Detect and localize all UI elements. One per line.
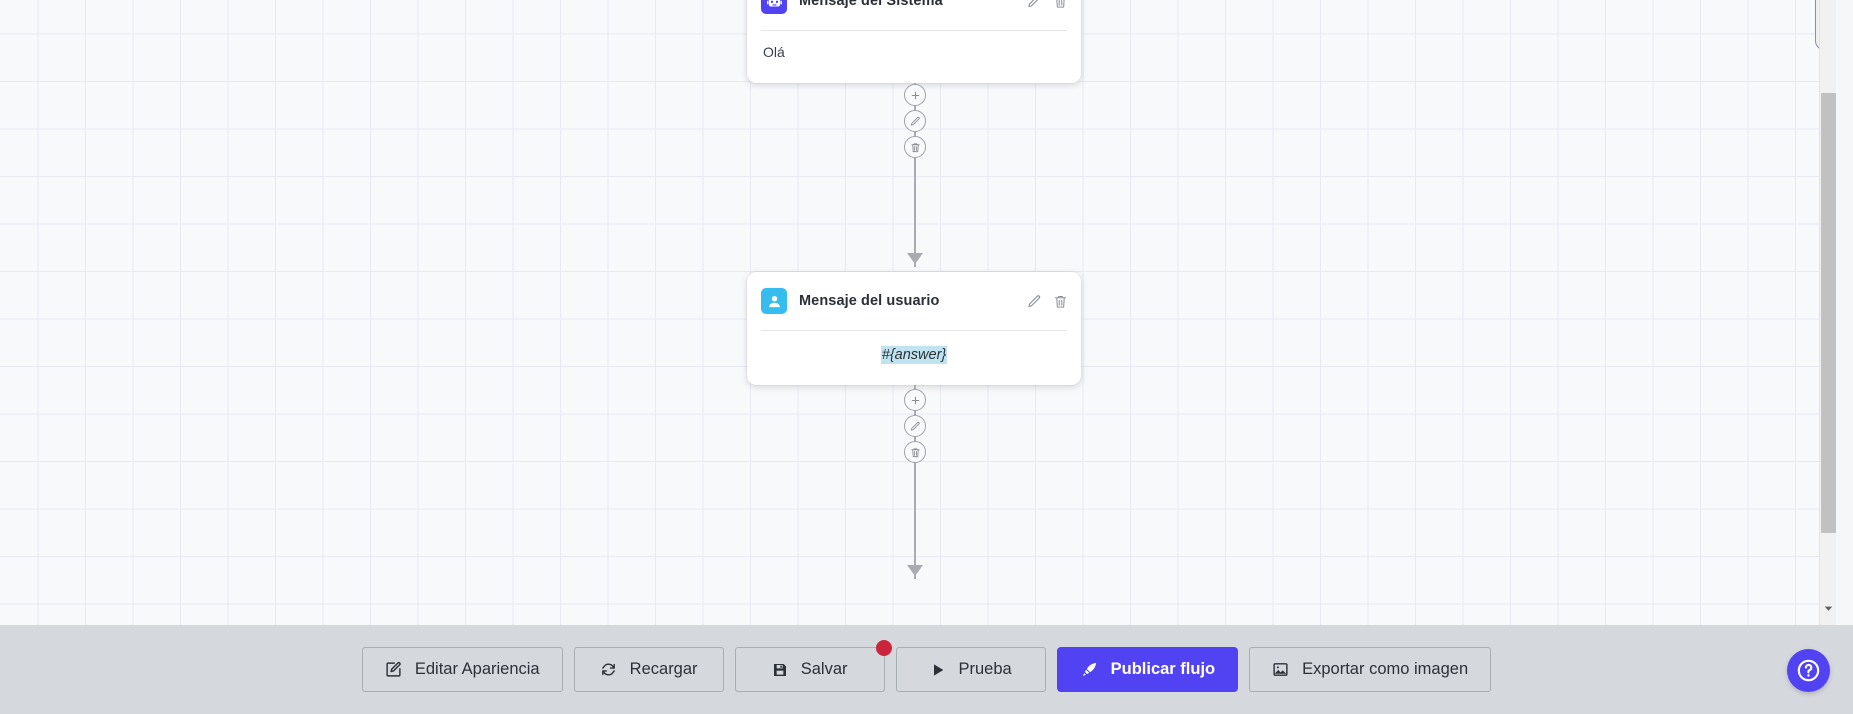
right-gutter [1836,0,1853,625]
pencil-icon[interactable] [1026,0,1043,10]
scrollbar-thumb[interactable] [1821,93,1836,533]
node-actions [1026,0,1069,10]
connector-line [914,385,916,579]
trash-icon[interactable] [1052,293,1069,310]
node-user-message[interactable]: Mensaje del usuario [747,272,1081,385]
button-label: Prueba [958,660,1012,678]
unsaved-changes-badge [875,640,892,656]
button-label: Recargar [629,660,698,678]
button-label: Editar Apariencia [414,660,540,678]
node-body-text: Olá [763,44,785,60]
delete-connection-button[interactable] [904,136,926,158]
divider [761,330,1067,331]
variable-token: #{answer} [880,346,948,364]
delete-connection-button[interactable] [904,441,926,463]
connector-controls [904,389,926,463]
node-title: Mensaje del Sistema [799,0,943,9]
edit-connection-button[interactable] [904,415,926,437]
reload-button[interactable]: Recargar [573,647,724,692]
edit-appearance-button[interactable]: Editar Apariencia [361,647,563,692]
trash-icon[interactable] [1052,0,1069,10]
pencil-icon[interactable] [1026,293,1043,310]
button-label: Salvar [800,660,848,678]
node-title: Mensaje del usuario [799,293,940,309]
button-label: Exportar como imagen [1302,660,1469,678]
edit-connection-button[interactable] [904,110,926,132]
connector-arrow [907,565,923,576]
vertical-scrollbar[interactable] [1819,0,1836,625]
rocket-icon [1080,661,1098,679]
edit-square-icon [385,661,402,678]
publish-flow-button[interactable]: Publicar flujo [1056,647,1239,692]
node-body: #{answer} [747,331,1081,375]
test-button[interactable]: Prueba [895,647,1046,692]
robot-icon [761,0,787,14]
button-label: Publicar flujo [1110,660,1216,678]
save-icon [772,662,788,678]
flow-canvas[interactable]: Mensaje del Sistema O [0,0,1819,625]
export-as-image-button[interactable]: Exportar como imagen [1249,647,1492,692]
add-node-button[interactable] [904,389,926,411]
save-button[interactable]: Salvar [734,640,892,692]
node-system-message[interactable]: Mensaje del Sistema O [747,0,1081,83]
connector-arrow [907,253,923,264]
divider [761,30,1067,31]
chevron-down-icon[interactable] [1820,600,1837,617]
bottom-toolbar: Editar Apariencia Recargar [0,625,1853,714]
question-mark-icon [1797,659,1820,682]
refresh-icon [600,661,617,678]
connector-controls [904,84,926,158]
node-actions [1026,293,1069,310]
play-icon [930,662,946,678]
node-header: Mensaje del Sistema [747,0,1081,30]
image-icon [1272,661,1289,678]
connector-line [914,83,916,267]
help-button[interactable] [1787,649,1830,692]
add-node-button[interactable] [904,84,926,106]
user-icon [761,288,787,314]
node-header: Mensaje del usuario [747,272,1081,330]
